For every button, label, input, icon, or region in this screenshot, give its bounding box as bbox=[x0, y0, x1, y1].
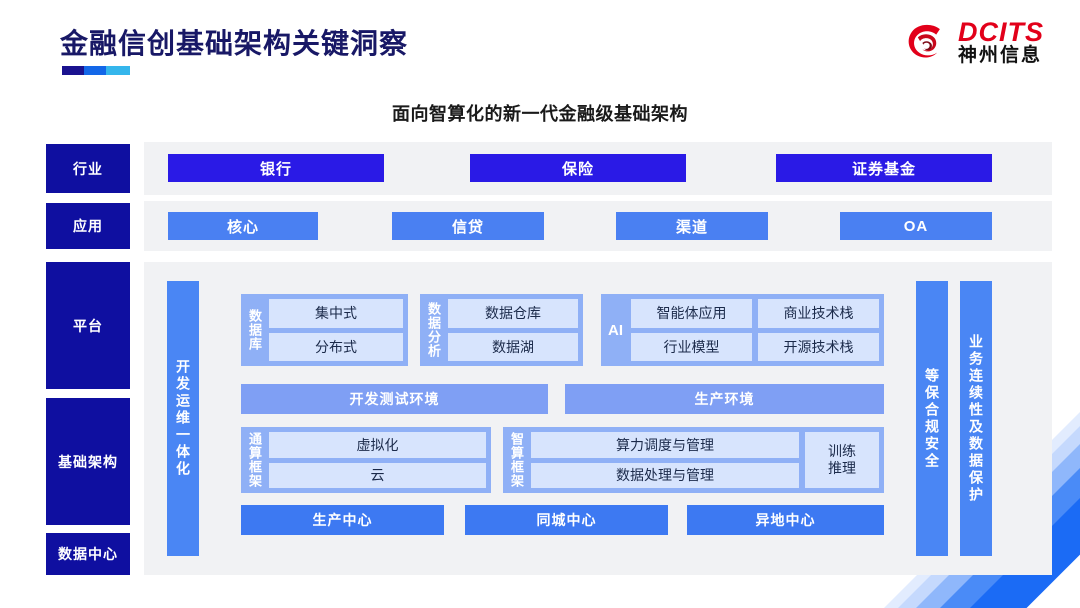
env-chip-production[interactable]: 生产环境 bbox=[565, 384, 884, 414]
logo-text-en: DCITS bbox=[958, 17, 1044, 47]
cell-compute-scheduling[interactable]: 算力调度与管理 bbox=[531, 432, 799, 458]
row-label-platform: 平台 bbox=[46, 262, 130, 389]
application-chip-channel[interactable]: 渠道 bbox=[616, 212, 768, 240]
cell-centralized[interactable]: 集中式 bbox=[269, 299, 403, 328]
group-general-compute: 通算框架 虚拟化 云 bbox=[241, 427, 491, 493]
logo-text-cn: 神州信息 bbox=[958, 45, 1043, 67]
group-body-ai: 智能体应用 行业模型 商业技术栈 开源技术栈 bbox=[631, 299, 879, 361]
group-body-data-analysis: 数据仓库 数据湖 bbox=[448, 299, 578, 361]
group-data-analysis: 数据分析 数据仓库 数据湖 bbox=[420, 294, 583, 366]
row-label-datacenter: 数据中心 bbox=[46, 533, 130, 575]
cell-agent-application[interactable]: 智能体应用 bbox=[631, 299, 752, 328]
ai-column-left: 智能体应用 行业模型 bbox=[631, 299, 752, 361]
cell-virtualization[interactable]: 虚拟化 bbox=[269, 432, 486, 458]
env-chip-dev-test[interactable]: 开发测试环境 bbox=[241, 384, 548, 414]
center-chip-production[interactable]: 生产中心 bbox=[241, 505, 444, 535]
group-title-ai: AI bbox=[608, 321, 623, 339]
cell-opensource-tech-stack[interactable]: 开源技术栈 bbox=[758, 332, 879, 361]
row-label-application: 应用 bbox=[46, 203, 130, 249]
group-intelligent-compute: 智算框架 算力调度与管理 数据处理与管理 训练 推理 bbox=[503, 427, 884, 493]
cell-train-inference[interactable]: 训练 推理 bbox=[805, 432, 879, 488]
group-database: 数据库 集中式 分布式 bbox=[241, 294, 408, 366]
group-ai: AI 智能体应用 行业模型 商业技术栈 开源技术栈 bbox=[601, 294, 884, 366]
group-body-general-compute: 虚拟化 云 bbox=[269, 432, 486, 488]
group-body-database: 集中式 分布式 bbox=[269, 299, 403, 361]
diagram-subtitle: 面向智算化的新一代金融级基础架构 bbox=[392, 104, 688, 124]
cell-data-lake[interactable]: 数据湖 bbox=[448, 332, 578, 361]
application-chip-core[interactable]: 核心 bbox=[168, 212, 318, 240]
ai-column-right: 商业技术栈 开源技术栈 bbox=[758, 299, 879, 361]
group-title-general-compute: 通算框架 bbox=[247, 432, 262, 488]
cell-distributed[interactable]: 分布式 bbox=[269, 332, 403, 361]
industry-chip-bank[interactable]: 银行 bbox=[168, 154, 384, 182]
dcits-swirl-icon bbox=[908, 25, 940, 58]
application-chip-credit[interactable]: 信贷 bbox=[392, 212, 544, 240]
group-title-data-analysis: 数据分析 bbox=[426, 302, 441, 358]
vertical-bar-continuity[interactable]: 业务连续性及数据保护 bbox=[960, 281, 992, 556]
logo-wordmark: DCITS 神州信息 bbox=[958, 18, 1044, 66]
cell-cloud[interactable]: 云 bbox=[269, 462, 486, 488]
page-title: 金融信创基础架构关键洞察 bbox=[60, 28, 409, 59]
vertical-bar-compliance[interactable]: 等保合规安全 bbox=[916, 281, 948, 556]
title-underline-rule bbox=[62, 66, 130, 75]
group-title-intelligent-compute: 智算框架 bbox=[509, 432, 524, 488]
cell-data-warehouse[interactable]: 数据仓库 bbox=[448, 299, 578, 328]
group-title-database: 数据库 bbox=[247, 309, 262, 351]
center-chip-metro[interactable]: 同城中心 bbox=[465, 505, 668, 535]
cell-data-processing[interactable]: 数据处理与管理 bbox=[531, 462, 799, 488]
cell-commercial-tech-stack[interactable]: 商业技术栈 bbox=[758, 299, 879, 328]
cell-industry-model[interactable]: 行业模型 bbox=[631, 332, 752, 361]
industry-chip-securities[interactable]: 证券基金 bbox=[776, 154, 992, 182]
group-body-intelligent-compute: 算力调度与管理 数据处理与管理 bbox=[531, 432, 799, 488]
row-label-industry: 行业 bbox=[46, 144, 130, 193]
center-chip-remote[interactable]: 异地中心 bbox=[687, 505, 884, 535]
industry-chip-insurance[interactable]: 保险 bbox=[470, 154, 686, 182]
brand-logo: DCITS 神州信息 bbox=[904, 18, 1044, 66]
vertical-bar-devops[interactable]: 开发运维一体化 bbox=[167, 281, 199, 556]
row-label-infrastructure: 基础架构 bbox=[46, 398, 130, 525]
application-chip-oa[interactable]: OA bbox=[840, 212, 992, 240]
